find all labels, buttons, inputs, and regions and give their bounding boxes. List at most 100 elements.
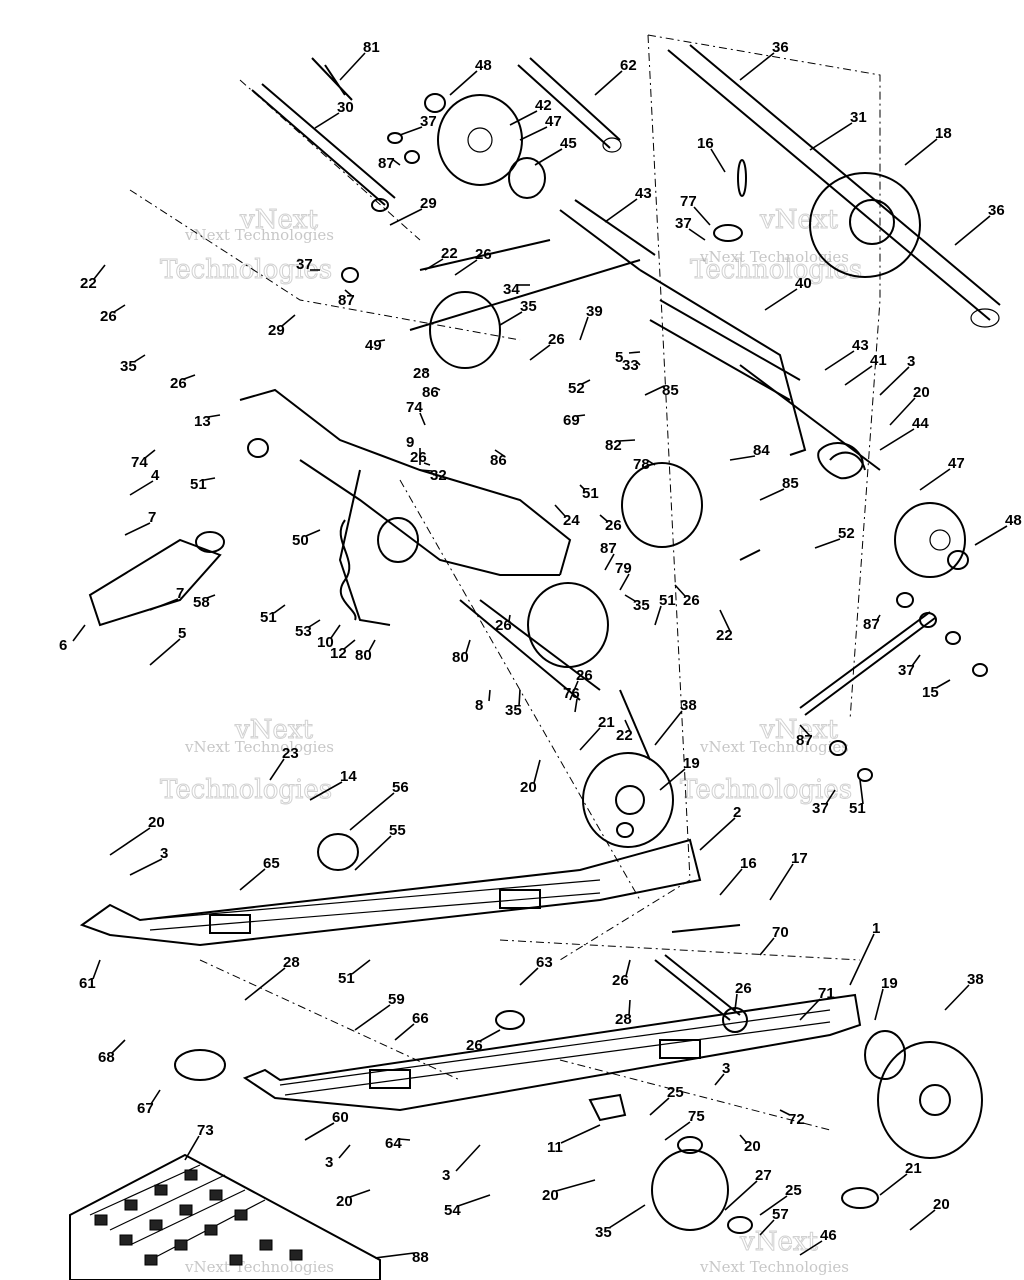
watermark-group: vNext Technologies vNext Technologies vN… (160, 205, 863, 1277)
callout-label: 52 (568, 380, 585, 397)
callout-label: 51 (260, 609, 277, 626)
callout: 22 (80, 264, 106, 292)
callout-label: 64 (385, 1135, 402, 1152)
callout: 30 (314, 99, 354, 129)
callout: 45 (534, 135, 577, 166)
callout-label: 17 (791, 850, 808, 867)
callout-leader-line (423, 462, 431, 466)
callout: 28 (244, 954, 300, 1001)
callout-label: 47 (545, 113, 562, 130)
callout-leader-line (799, 724, 811, 737)
callout-label: 29 (268, 322, 285, 339)
callout-leader-line (304, 1122, 335, 1141)
callout: 69 (563, 412, 586, 429)
callout-label: 10 (317, 634, 334, 651)
callout: 26 (170, 374, 196, 392)
callout: 85 (644, 382, 679, 399)
watermark-vnext: vNext (759, 715, 838, 745)
callout-leader-line (579, 316, 589, 341)
callout-label: 38 (967, 971, 984, 988)
callout-label: 20 (148, 814, 165, 831)
callout-label: 26 (683, 592, 700, 609)
callout-leader-line (581, 379, 591, 385)
callout: 80 (355, 639, 376, 664)
callout-leader-line (269, 758, 285, 781)
callout-label: 20 (913, 384, 930, 401)
callout: 37 (399, 113, 437, 136)
callout-leader-line (184, 1135, 200, 1161)
callout: 84 (729, 442, 770, 461)
callout: 50 (292, 529, 321, 549)
callout-label: 22 (616, 727, 633, 744)
callout-leader-line (92, 959, 101, 980)
callout: 17 (769, 850, 808, 901)
callout: 3 (714, 1060, 730, 1086)
watermark-technologies: Technologies (160, 255, 332, 285)
callout: 28 (413, 365, 430, 382)
callout-label: 38 (680, 697, 697, 714)
callout: 8 (475, 689, 491, 714)
callout-leader-line (455, 1144, 481, 1172)
callout: 20 (909, 1196, 950, 1231)
callout-label: 26 (410, 449, 427, 466)
callout-leader-line (599, 514, 608, 522)
callout-leader-line (239, 868, 266, 891)
callout: 85 (759, 475, 799, 501)
callout: 5 (615, 349, 641, 366)
callout-leader-line (281, 314, 296, 327)
callout-label: 51 (190, 476, 207, 493)
callout: 37 (898, 654, 921, 679)
callout: 56 (349, 779, 409, 831)
callout-label: 21 (598, 714, 615, 731)
callout-label: 80 (452, 649, 469, 666)
callout-leader-line (111, 1039, 126, 1054)
watermark-vnext: vNext (234, 715, 313, 745)
callout: 29 (389, 195, 437, 226)
callout-leader-line (576, 414, 586, 417)
watermark-caption: vNext Technologies (184, 226, 334, 244)
callout: 15 (922, 679, 951, 701)
callout-leader-line (624, 594, 636, 602)
callout: 26 (529, 331, 565, 361)
callout-leader-line (814, 538, 841, 549)
callout-leader-line (809, 122, 853, 151)
callout: 51 (338, 959, 371, 987)
callout: 46 (799, 1227, 837, 1256)
callout-label: 56 (392, 779, 409, 796)
callout-leader-line (555, 1179, 596, 1192)
callout-label: 87 (796, 732, 813, 749)
callout-label: 20 (744, 1138, 761, 1155)
callout-leader-line (378, 339, 386, 342)
callout: 53 (295, 619, 321, 640)
callout-label: 37 (812, 800, 829, 817)
callout-label: 44 (912, 415, 929, 432)
callout-label: 28 (615, 1011, 632, 1028)
callout: 74 (131, 449, 156, 471)
callout-label: 87 (338, 292, 355, 309)
callout-leader-line (739, 52, 775, 81)
callout-label: 3 (907, 353, 915, 370)
callout-label: 35 (520, 298, 537, 315)
callout: 25 (759, 1182, 802, 1216)
callout-leader-line (579, 484, 585, 490)
callout-leader-line (879, 428, 915, 451)
callout-label: 85 (782, 475, 799, 492)
callout-label: 34 (503, 281, 520, 298)
callout-leader-line (93, 264, 106, 280)
callout-label: 20 (933, 1196, 950, 1213)
front-arm-assembly (88, 291, 988, 848)
callout-label: 26 (475, 246, 492, 263)
track-section (69, 1153, 381, 1280)
callout-label: 59 (388, 991, 405, 1008)
callout-leader-line (644, 385, 665, 396)
callout-label: 48 (1005, 512, 1022, 529)
callout-label: 9 (406, 434, 414, 451)
callout-leader-line (646, 459, 656, 466)
callout-label: 36 (988, 202, 1005, 219)
callout-leader-line (519, 126, 548, 141)
callout-label: 26 (548, 331, 565, 348)
callout: 22 (424, 245, 458, 271)
callout-leader-line (129, 858, 163, 876)
callout-label: 85 (662, 382, 679, 399)
